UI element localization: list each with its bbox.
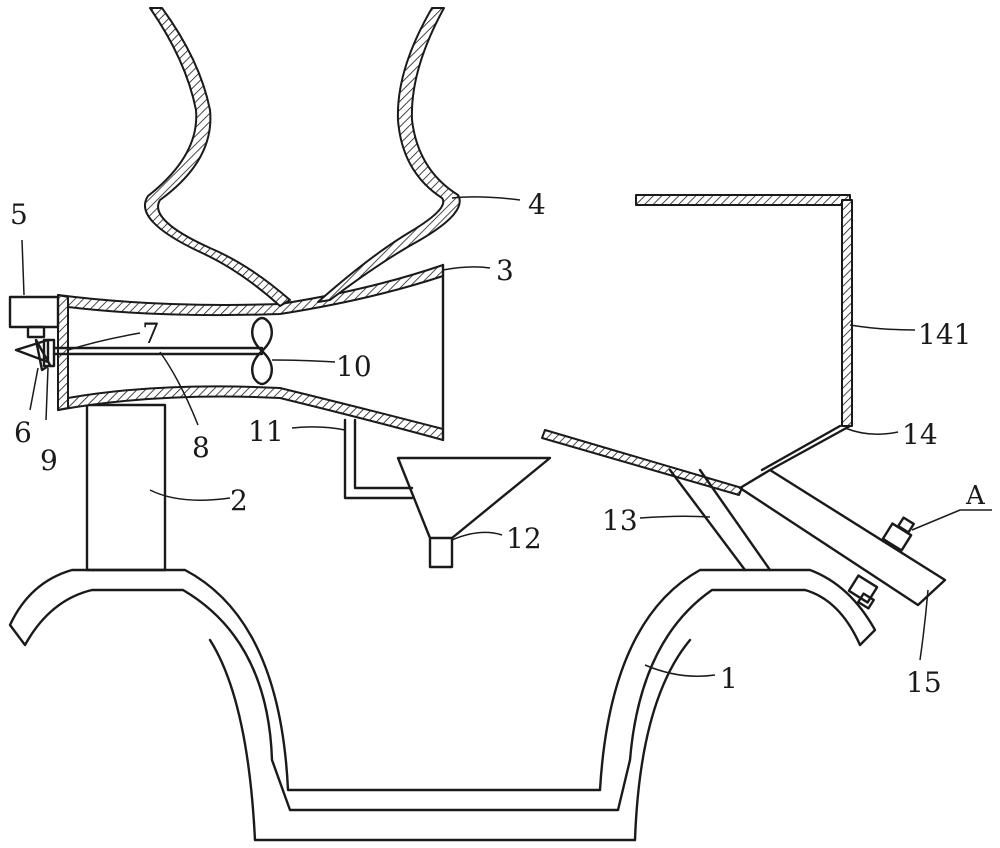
bevel-coupling <box>14 338 56 372</box>
label-15: 15 <box>906 666 942 699</box>
venturi-tube <box>57 263 445 442</box>
label-5: 5 <box>10 198 28 231</box>
base-frame <box>8 568 877 842</box>
discharge-chute <box>738 468 947 607</box>
label-4: 4 <box>528 188 546 221</box>
label-13: 13 <box>602 504 638 537</box>
leader-lines <box>21 196 992 677</box>
label-2: 2 <box>230 484 248 517</box>
label-9: 9 <box>40 444 58 477</box>
inclined-plate <box>541 429 772 572</box>
propeller <box>251 316 273 386</box>
collection-bin <box>635 194 853 472</box>
label-3: 3 <box>496 254 514 287</box>
drain-pipe <box>343 418 414 500</box>
drive-shaft <box>52 346 264 356</box>
label-12: 12 <box>506 522 542 555</box>
label-14: 14 <box>902 418 938 451</box>
label-10: 10 <box>336 350 372 383</box>
label-8: 8 <box>192 431 210 464</box>
label-1: 1 <box>720 662 738 695</box>
hopper-funnel <box>143 7 461 307</box>
label-A: A <box>965 481 986 511</box>
motor-housing <box>8 295 60 339</box>
collection-funnel <box>396 456 552 569</box>
clamp-fasteners <box>847 516 915 610</box>
label-11: 11 <box>248 415 284 448</box>
label-6: 6 <box>14 416 32 449</box>
support-column <box>85 403 167 572</box>
label-7: 7 <box>142 317 160 350</box>
label-141: 141 <box>918 318 971 351</box>
part-labels: 1 2 3 4 5 6 7 8 9 10 11 12 13 14 141 15 … <box>10 188 986 699</box>
